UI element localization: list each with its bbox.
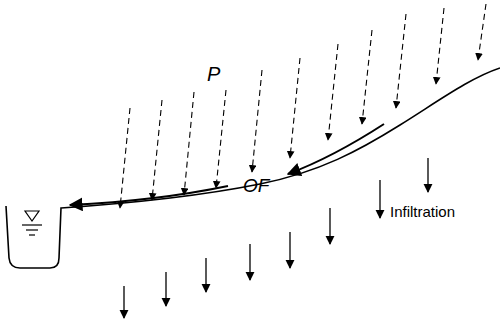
rain-arrows xyxy=(120,4,486,208)
precipitation-label: P xyxy=(207,64,220,84)
water-level-symbol xyxy=(22,211,42,235)
ground-surface xyxy=(6,68,500,268)
infiltration-label: Infiltration xyxy=(390,204,455,219)
overland-flow-arrows xyxy=(70,124,384,205)
infiltration-arrows xyxy=(124,158,428,318)
overland-flow-label: OF xyxy=(243,176,269,195)
